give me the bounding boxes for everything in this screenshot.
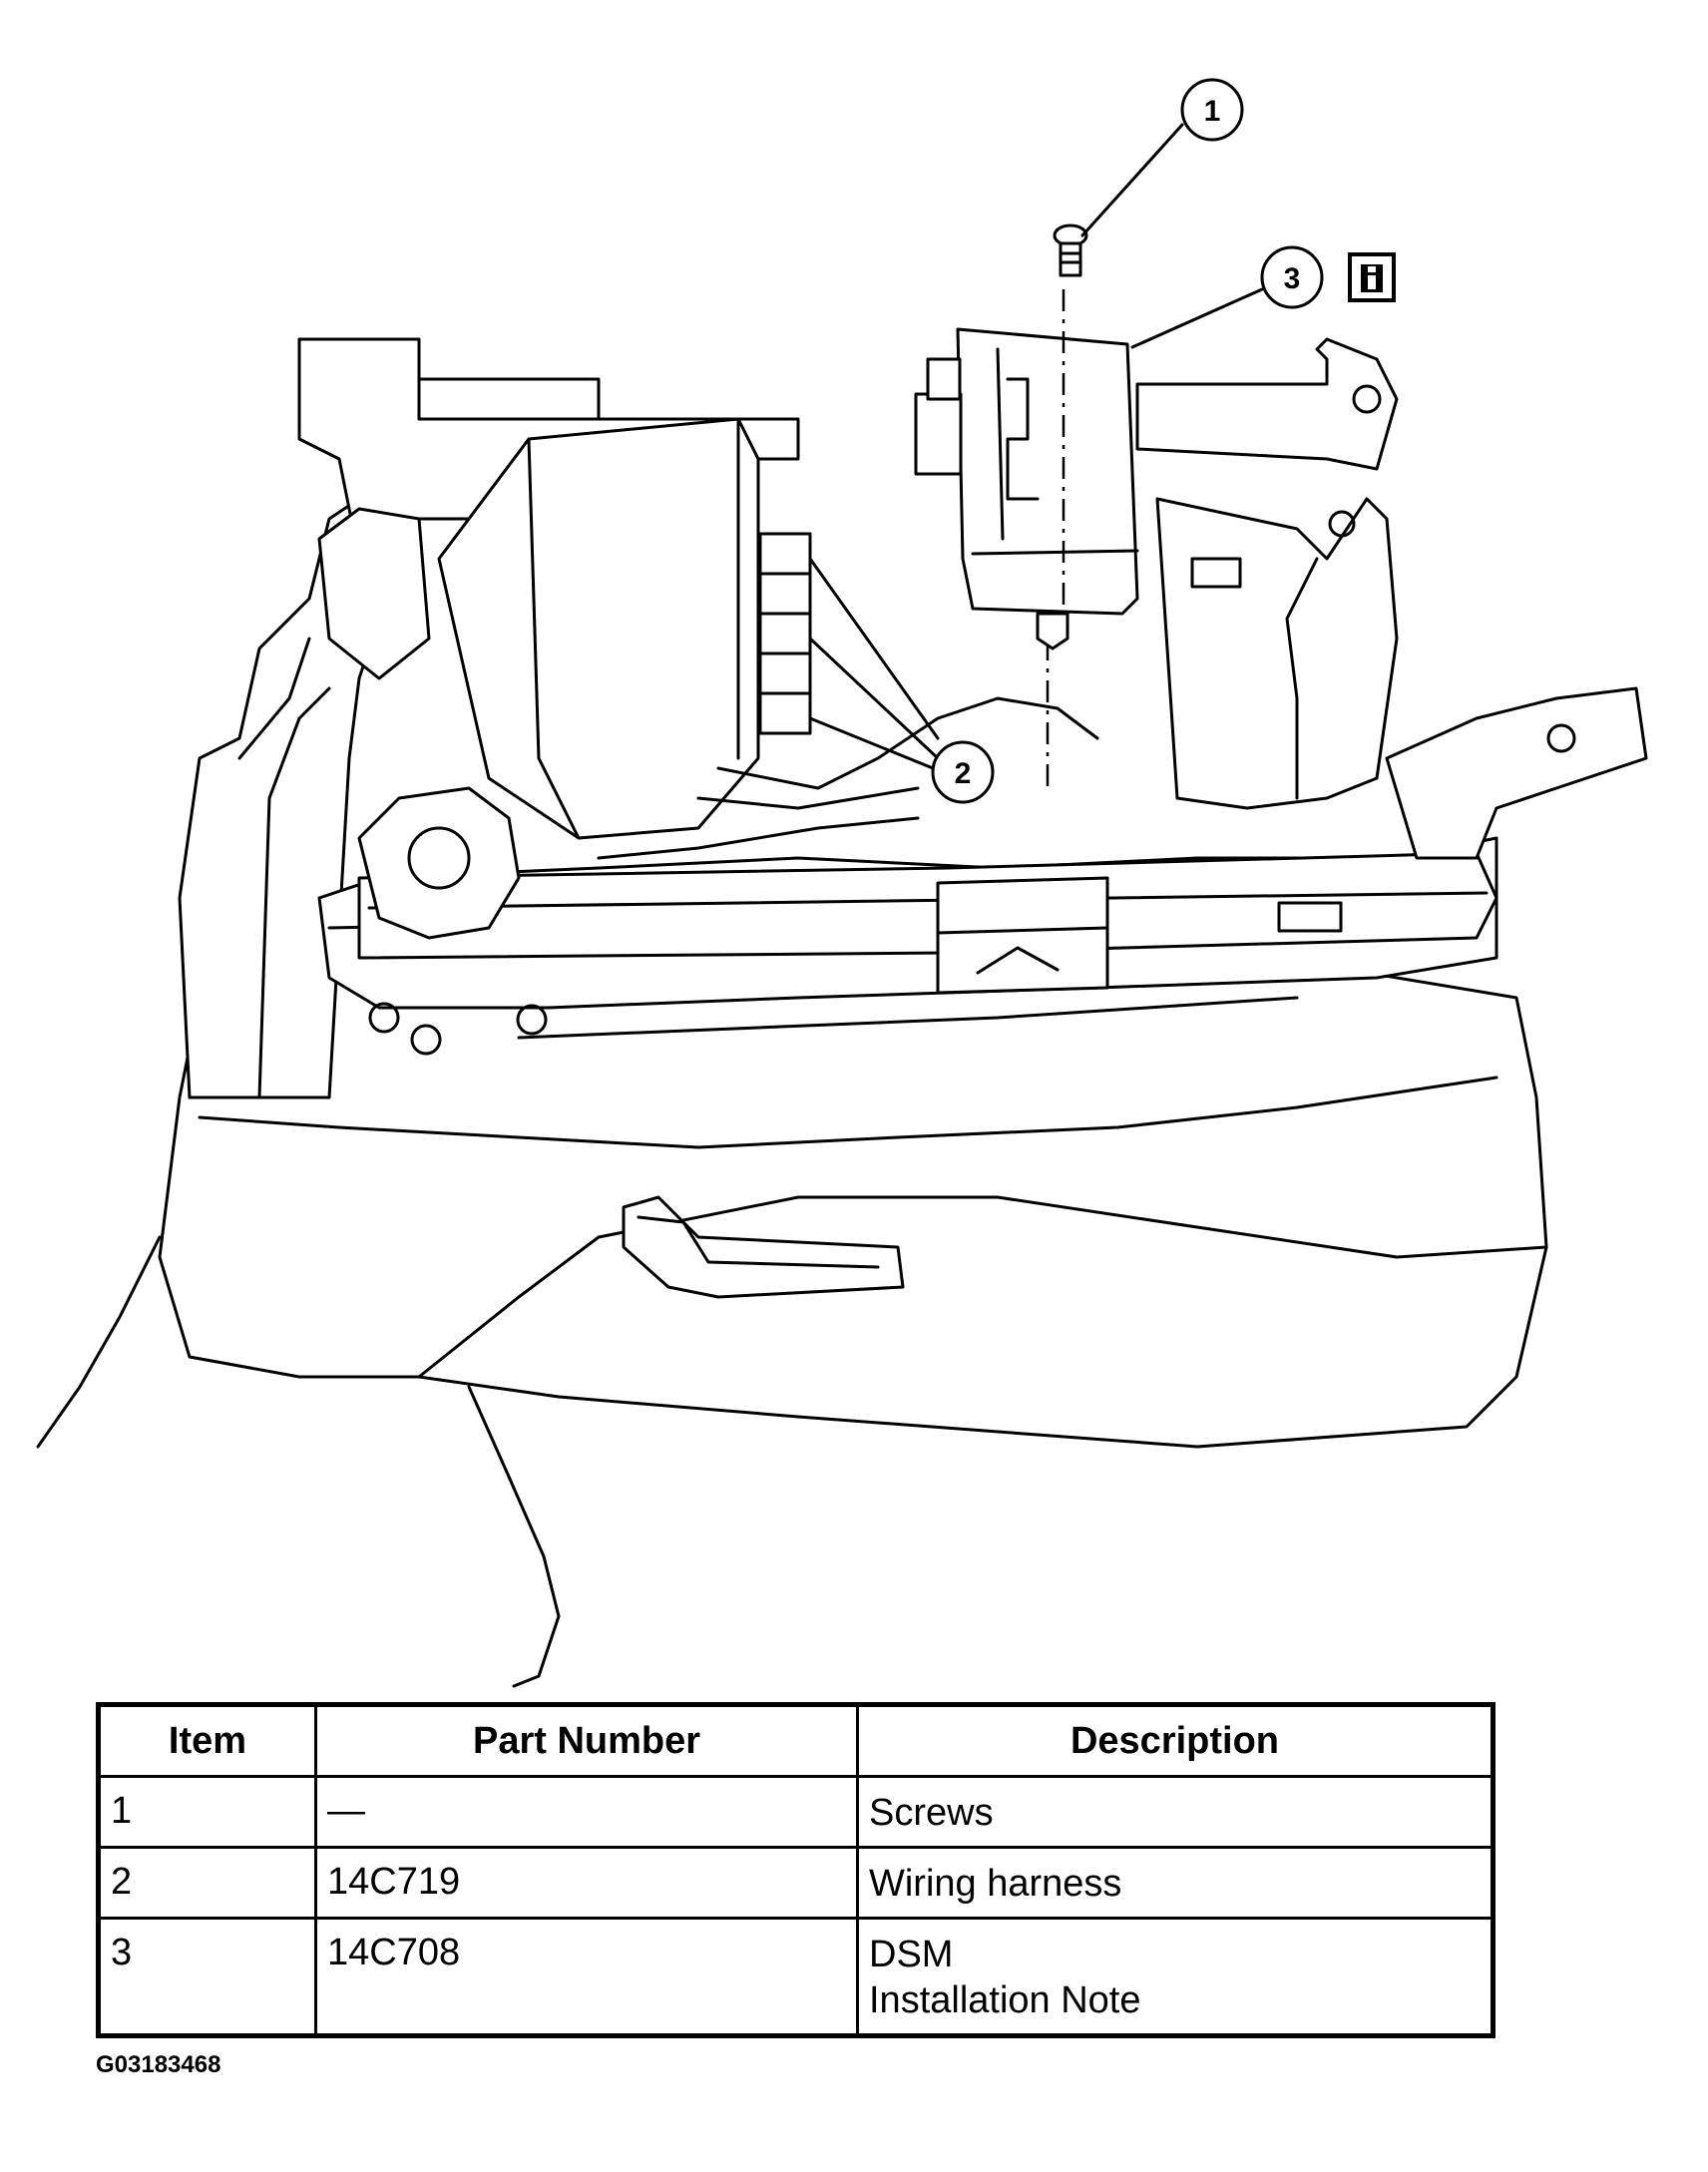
right-upper-rail [1137,339,1397,469]
harness-connectors [760,534,810,733]
right-side-bracket [1157,499,1397,808]
wiring-harness-route [718,698,1097,788]
figure-id: G03183468 [96,2051,221,2078]
dsm-module [958,329,1137,614]
cell-part-number: 14C719 [314,1846,859,1920]
parts-table: Item Part Number Description 1 — Screws … [96,1702,1495,2038]
description-line: Wiring harness [869,1863,1122,1905]
dsm-mounting-clip [1038,614,1068,649]
cushion-handle-slot [624,1197,903,1297]
callout-3: 3 [1132,247,1322,347]
cell-item: 2 [97,1846,317,1920]
header-item: Item [97,1703,317,1778]
seat-track-illustration: 1 2 3 [0,0,1708,1696]
info-icon [1350,254,1394,300]
callout-1: 1 [1082,80,1242,235]
header-description: Description [856,1703,1494,1778]
dsm-connector [916,394,961,474]
screw [1055,225,1086,275]
cell-part-number: — [314,1775,859,1849]
table-row: 1 — Screws [97,1775,1494,1849]
header-part-number: Part Number [314,1703,859,1778]
left-recliner-plate [319,509,429,678]
callout-2: 2 [933,742,993,802]
installation-note-link[interactable]: Installation Note [869,1979,1141,2021]
svg-text:1: 1 [1204,95,1221,128]
seat-cover-line-left [38,1237,160,1447]
description-line: DSM [869,1934,954,1975]
seat-cushion-lower-edge [419,1197,1546,1377]
seat-cover-line-bottom [469,1387,559,1686]
cell-description: Wiring harness [856,1846,1494,1920]
svg-text:3: 3 [1284,262,1301,295]
description-line: Screws [869,1792,994,1834]
cell-part-number: 14C708 [314,1917,859,2037]
right-rear-bracket [1387,688,1646,858]
cell-description: Screws [856,1775,1494,1849]
svg-text:2: 2 [955,757,972,790]
cell-item: 3 [97,1917,317,2037]
cell-description: DSM Installation Note [856,1917,1494,2037]
seat-cushion [160,928,1546,1447]
track-slider [938,878,1107,993]
electronic-module-left [439,419,758,838]
seat-track-rail [359,853,1496,958]
table-row: 2 14C719 Wiring harness [97,1846,1494,1920]
seat-cushion-edge [200,1078,1496,1147]
table-row: 3 14C708 DSM Installation Note [97,1917,1494,2037]
cell-item: 1 [97,1775,317,1849]
table-header-row: Item Part Number Description [97,1703,1494,1778]
